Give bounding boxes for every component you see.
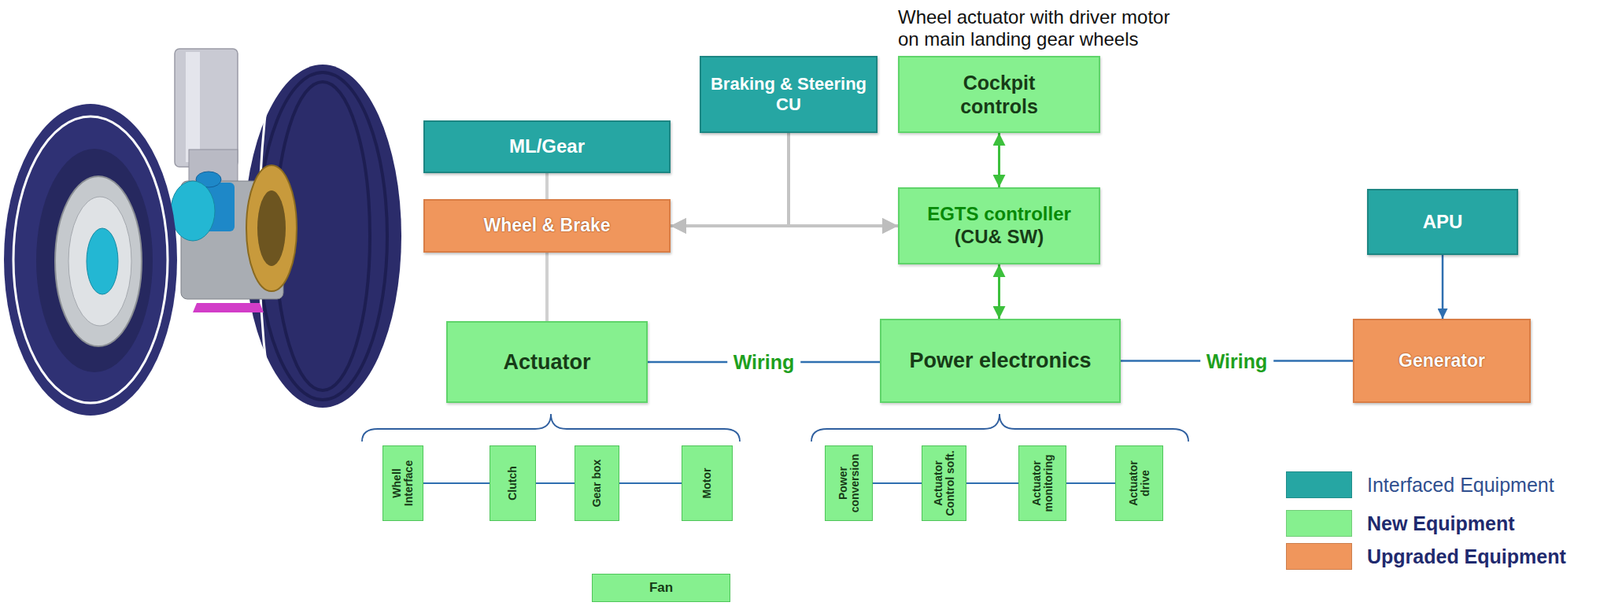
component-box: Motor <box>681 445 733 522</box>
connector <box>670 133 789 226</box>
box-label: Power conversion <box>836 447 861 519</box>
legend-row: New Equipment <box>1285 509 1516 537</box>
box-label: Actuator <box>502 349 591 375</box>
equipment-box: EGTS controller(CU& SW) <box>897 187 1101 265</box>
connector <box>1441 254 1445 319</box>
component-box: Actuator Control soft. <box>921 445 967 522</box>
legend-row: Upgraded Equipment <box>1285 543 1567 570</box>
wire-label: Wiring <box>727 351 802 374</box>
connector <box>872 482 922 485</box>
legend-text: New Equipment <box>1367 512 1516 536</box>
component-box: Power conversion <box>824 445 873 522</box>
equipment-box: Cockpit controls <box>897 55 1101 134</box>
connector <box>423 482 490 485</box>
box-label: Fan <box>649 580 673 596</box>
box-label: Whell Interface <box>391 447 416 519</box>
legend-swatch <box>1285 471 1353 499</box>
box-label: Power electronics <box>909 347 1091 374</box>
equipment-box: Generator <box>1352 318 1531 403</box>
wire-label: Wiring <box>1200 349 1275 373</box>
box-label: Wheel & Brake <box>483 214 610 237</box>
equipment-box: ML/Gear <box>423 120 671 174</box>
connector <box>535 482 575 485</box>
box-label: (CU& SW) <box>954 225 1044 249</box>
legend-swatch <box>1285 543 1353 570</box>
component-box: Whell Interface <box>382 445 424 522</box>
connector <box>788 133 898 226</box>
box-label: Clutch <box>506 447 519 519</box>
actuator-brace <box>362 413 740 442</box>
box-label: Braking & Steering CU <box>709 73 868 116</box>
equipment-box: Braking & Steering CU <box>699 55 878 134</box>
box-label: APU <box>1422 210 1464 234</box>
component-box: Actuator monitoring <box>1018 445 1067 522</box>
connector <box>997 133 1001 188</box>
connector <box>997 264 1001 319</box>
component-box: Fan <box>591 573 731 603</box>
connector <box>619 482 682 485</box>
equipment-box: Wheel & Brake <box>423 199 671 253</box>
component-box: Actuator drive <box>1115 445 1164 522</box>
box-label: Actuator Control soft. <box>931 447 957 519</box>
legend-row: Interfaced Equipment <box>1285 471 1555 499</box>
component-box: Gear box <box>574 445 620 522</box>
box-label: ML/Gear <box>509 135 585 159</box>
equipment-box: Power electronics <box>879 318 1121 403</box>
box-label: Cockpit controls <box>932 70 1067 119</box>
power-brace <box>811 413 1189 442</box>
connector <box>545 173 549 200</box>
legend-text: Interfaced Equipment <box>1367 473 1555 497</box>
equipment-box: APU <box>1367 188 1519 255</box>
box-label: Actuator drive <box>1127 447 1152 519</box>
strut <box>174 48 238 197</box>
box-label: Motor <box>701 447 714 519</box>
connector <box>545 252 549 322</box>
note-text: Wheel actuator with driver motor on main… <box>897 6 1190 50</box>
connector <box>1066 482 1116 485</box>
legend-text: Upgraded Equipment <box>1367 545 1567 569</box>
connector <box>966 482 1019 485</box>
component-box: Clutch <box>489 445 536 522</box>
front-tire <box>3 103 178 416</box>
box-label: Actuator monitoring <box>1030 447 1055 519</box>
legend-swatch <box>1285 509 1353 537</box>
box-label: EGTS controller <box>927 203 1072 226</box>
wheel-actuator <box>170 165 297 313</box>
rear-tire <box>243 64 402 408</box>
box-label: Gear box <box>591 447 603 519</box>
equipment-box: Actuator <box>446 321 648 403</box>
box-label: Generator <box>1398 350 1486 373</box>
